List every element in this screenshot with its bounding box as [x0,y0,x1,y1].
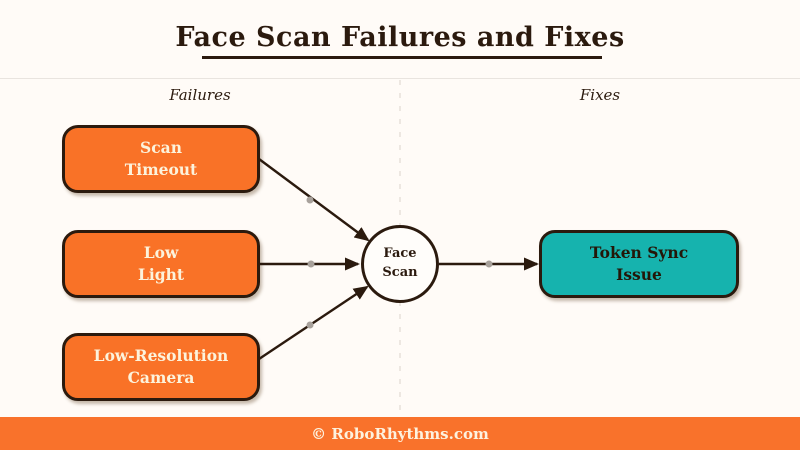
node-label-line: Light [137,265,185,284]
footer-bar: © RoboRhythms.com [0,417,800,450]
edge-midpoint-dot [307,260,315,268]
fixes-column-label: Fixes [579,86,621,104]
node-label-line: Timeout [124,160,198,179]
node-label-line: Face [383,246,417,262]
edge-midpoint-dot [485,260,493,268]
failures-column-label: Failures [169,86,231,104]
arrow-scan-timeout-to-face-scan [258,158,370,242]
failure-node-scan-timeout: Scan Timeout [62,125,260,193]
fix-node-token-sync-issue: Token Sync Issue [539,230,739,298]
failure-node-low-light: Low Light [62,230,260,298]
node-label-line: Scan [140,137,182,157]
node-label-line: Issue [616,265,662,284]
title-underline [202,56,602,59]
edge-midpoint-dot [306,196,314,204]
node-label-line: Scan [382,265,418,280]
node-label-line: Token Sync [589,242,689,262]
node-label-line: Low [143,242,179,262]
hub-node-face-scan: Face Scan [361,225,439,303]
node-label-line: Camera [127,368,195,387]
footer-credit-text: © RoboRhythms.com [311,424,489,443]
page-title: Face Scan Failures and Fixes [175,22,625,53]
failure-node-low-resolution-camera: Low-Resolution Camera [62,333,260,401]
edge-midpoint-dot [306,321,314,329]
arrow-low-resolution-camera-to-face-scan [258,285,369,360]
node-label-line: Low-Resolution [93,345,229,365]
header-divider-line [0,78,800,79]
